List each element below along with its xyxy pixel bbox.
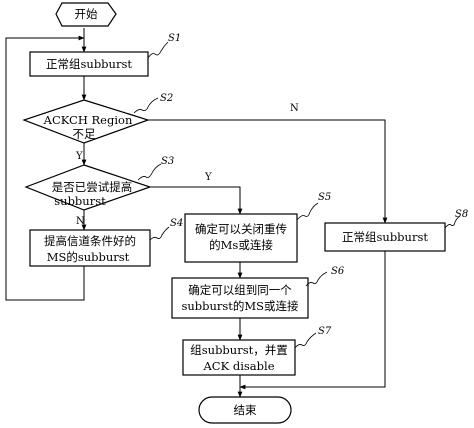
start-node: 开始 (55, 2, 117, 27)
process-s5: 确定可以关闭重传 的Ms或连接 (184, 213, 298, 263)
branch-d2-no: N (76, 216, 85, 227)
decision-d1: ACKCH Region 不足 (22, 99, 150, 144)
process-s1: 正常组subburst (29, 51, 149, 77)
step-labels: S1 S2 S3 S4 S5 S6 S7 S8 (160, 33, 468, 337)
process-s8: 正常组subburst (324, 222, 446, 252)
s8-label: 正常组subburst (342, 230, 428, 244)
d1-label-line1: ACKCH Region (43, 113, 133, 127)
end-node: 结束 (198, 396, 292, 424)
s6-label-line2: subburst的MS或连接 (181, 299, 299, 313)
s7-label-line1: 组subburst，并置 (190, 343, 287, 357)
step-label-s3: S3 (161, 156, 174, 167)
process-s7: 组subburst，并置 ACK disable (182, 339, 296, 376)
step-label-s5: S5 (318, 192, 331, 203)
process-s4: 提高信道条件好的 MS的subburst (29, 229, 151, 267)
decision-d2: 是否已尝试提高 subburst (24, 164, 152, 211)
d1-label-line2: 不足 (73, 127, 96, 141)
d2-label-line1: 是否已尝试提高 (52, 180, 133, 194)
step-leaders (133, 41, 461, 349)
branch-d2-yes: Y (204, 172, 212, 183)
step-label-s8: S8 (455, 209, 468, 220)
step-label-s1: S1 (168, 33, 181, 44)
branch-d1-no: N (290, 103, 299, 114)
s4-label-line2: MS的subburst (47, 250, 130, 264)
start-label: 开始 (75, 7, 98, 21)
step-label-s2: S2 (160, 93, 173, 104)
s5-label-line2: 的Ms或连接 (209, 238, 273, 252)
step-label-s7: S7 (318, 326, 332, 337)
step-label-s4: S4 (170, 218, 183, 229)
process-s6: 确定可以组到同一个 subburst的MS或连接 (171, 277, 309, 319)
s7-label-line2: ACK disable (203, 359, 275, 373)
step-label-s6: S6 (331, 266, 345, 277)
branch-labels: N Y Y N (75, 103, 299, 227)
connectors (5, 28, 388, 398)
s6-label-line1: 确定可以组到同一个 (188, 283, 292, 297)
s5-label-line1: 确定可以关闭重传 (195, 222, 287, 236)
branch-d1-yes: Y (75, 151, 83, 162)
s4-label-line1: 提高信道条件好的 (44, 234, 136, 248)
end-label: 结束 (234, 403, 257, 417)
s1-label: 正常组subburst (46, 57, 132, 71)
d2-label-line2: subburst (54, 194, 106, 208)
